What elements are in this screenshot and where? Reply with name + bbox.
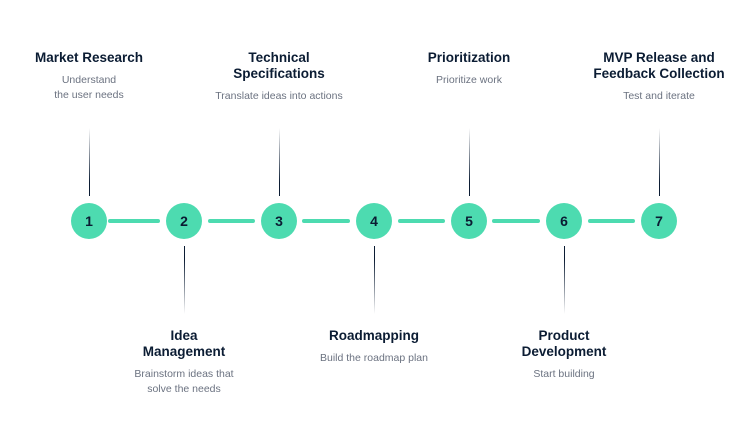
step-node-5: 5 (451, 203, 487, 239)
step-description-6: Start building (533, 368, 595, 380)
step-description-2: Brainstorm ideas that solve the needs (134, 368, 234, 395)
stem-3 (279, 128, 280, 196)
stem-1 (89, 128, 90, 196)
step-description-5: Prioritize work (436, 74, 502, 86)
step-title-6: Product Development (521, 328, 607, 359)
step-label-5: Prioritization Prioritize work (384, 50, 554, 88)
connector-4-5 (398, 219, 445, 223)
connector-2-3 (208, 219, 255, 223)
step-label-4: Roadmapping Build the roadmap plan (289, 328, 459, 366)
step-label-3: Technical Specifications Translate ideas… (194, 50, 364, 104)
step-title-4: Roadmapping (329, 328, 419, 343)
step-title-2: Idea Management (142, 328, 226, 359)
connector-1-2 (108, 219, 160, 223)
stem-6 (564, 246, 565, 314)
stem-4 (374, 246, 375, 314)
stem-5 (469, 128, 470, 196)
step-description-3: Translate ideas into actions (215, 90, 343, 102)
step-node-3: 3 (261, 203, 297, 239)
connector-6-7 (588, 219, 635, 223)
step-title-1: Market Research (34, 50, 144, 65)
step-node-2: 2 (166, 203, 202, 239)
step-title-3: Technical Specifications (233, 50, 325, 81)
connector-3-4 (302, 219, 350, 223)
step-node-7: 7 (641, 203, 677, 239)
step-node-6: 6 (546, 203, 582, 239)
step-description-7: Test and iterate (623, 90, 695, 102)
step-node-1: 1 (71, 203, 107, 239)
step-title-7: MVP Release and Feedback Collection (593, 50, 725, 81)
step-description-1: Understand the user needs (54, 74, 124, 101)
stem-2 (184, 246, 185, 314)
step-label-7: MVP Release and Feedback Collection Test… (574, 50, 744, 104)
step-label-1: Market Research Understand the user need… (4, 50, 174, 103)
step-description-4: Build the roadmap plan (320, 352, 428, 364)
step-title-5: Prioritization (427, 50, 511, 65)
step-label-2: Idea Management Brainstorm ideas that so… (99, 328, 269, 397)
stem-7 (659, 128, 660, 196)
step-node-4: 4 (356, 203, 392, 239)
connector-5-6 (492, 219, 540, 223)
step-label-6: Product Development Start building (479, 328, 649, 382)
